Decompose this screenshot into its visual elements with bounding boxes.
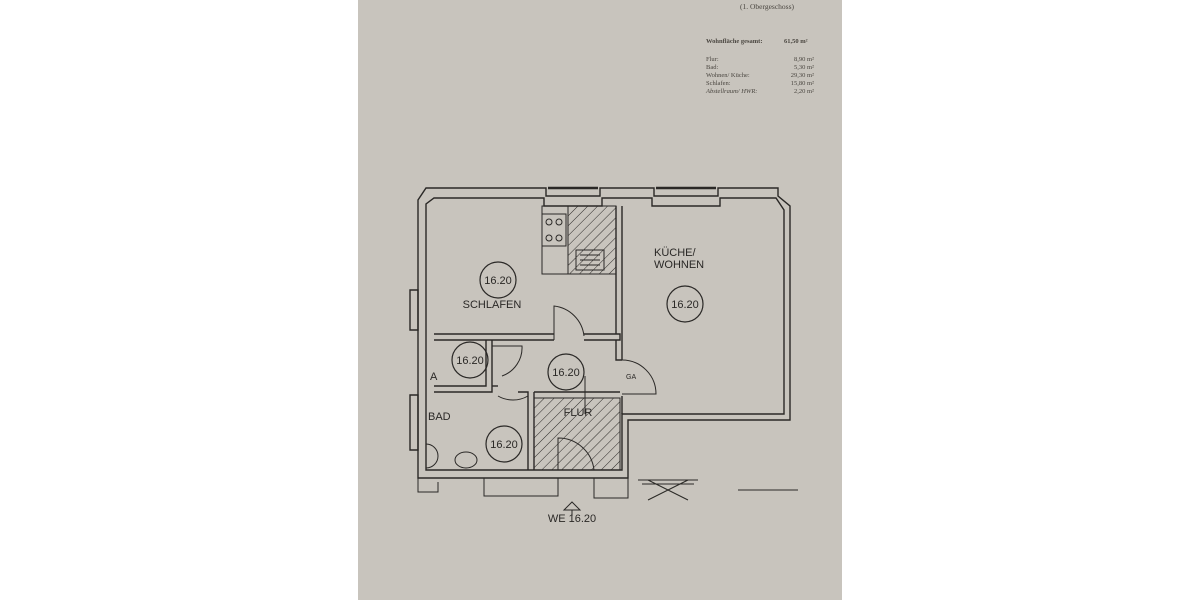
- window: [409, 394, 419, 451]
- partition-wall: [584, 333, 621, 341]
- area-room-name: Wohnen/ Küche:: [706, 72, 750, 79]
- partition-wall: [615, 340, 622, 361]
- room-schlafen-label: SCHLAFEN: [463, 299, 522, 311]
- room-bad-label: BAD: [428, 411, 451, 423]
- area-room-value: 5,30 m²: [793, 64, 814, 71]
- area-row: Schlafen: 15,80 m²: [706, 80, 814, 89]
- area-row: Bad: 5,30 m²: [706, 64, 814, 73]
- room-kueche-label-line1: KÜCHE/: [654, 247, 697, 259]
- ga-label: GA: [626, 374, 636, 381]
- facade-pier: [417, 478, 439, 493]
- room-number-circle: [485, 425, 523, 463]
- floor-plan-sheet: (1. Obergeschoss) Wohnfläche gesamt: 61,…: [358, 0, 842, 600]
- area-row: Abstellraum/ HWR: 2,20 m²: [706, 88, 814, 97]
- area-room-value: 8,90 m²: [793, 56, 814, 63]
- room-number-circle: [666, 285, 704, 323]
- room-schlafen-number: 16.20: [484, 275, 512, 287]
- room-abstell-number: 16.20: [456, 355, 484, 367]
- door-swing: [553, 305, 585, 340]
- unit-label: WE 16.20: [548, 513, 596, 525]
- balcony-rail: [647, 479, 689, 501]
- room-number-circle: [547, 353, 585, 391]
- entry-hatch: [533, 397, 621, 471]
- washbasin-icon: [454, 451, 478, 469]
- wc-icon: [425, 443, 439, 469]
- facade-pier: [593, 478, 629, 499]
- window: [409, 289, 419, 331]
- area-room-name: Flur:: [706, 56, 719, 63]
- room-flur-number: 16.20: [552, 367, 580, 379]
- room-abstell-label: A: [430, 371, 438, 383]
- partition-wall: [518, 391, 529, 470]
- floor-label: (1. Obergeschoss): [740, 2, 795, 11]
- area-room-value: 2,20 m²: [793, 88, 814, 95]
- area-room-value: 15,80 m²: [790, 80, 814, 87]
- area-room-name: Schlafen:: [706, 80, 731, 87]
- area-room-name: Bad:: [706, 64, 719, 71]
- room-bad-number: 16.20: [490, 439, 518, 451]
- sink-icon: [575, 249, 605, 271]
- room-number-circle: [479, 261, 517, 299]
- room-flur-label: FLUR: [564, 407, 593, 419]
- kitchen-hatch: [567, 205, 617, 275]
- area-row: Wohnen/ Küche: 29,30 m²: [706, 72, 814, 81]
- room-kueche-number: 16.20: [671, 299, 699, 311]
- door-swing: [557, 437, 595, 471]
- room-number-circle: [451, 341, 489, 379]
- partition-wall: [434, 340, 487, 387]
- area-row: Flur: 8,90 m²: [706, 56, 814, 65]
- stove-icon: [541, 213, 567, 247]
- entry-marker: [562, 501, 582, 511]
- door-swing: [621, 359, 657, 395]
- door-swing: [492, 345, 523, 377]
- door-swing: [497, 395, 529, 426]
- room-kueche-label-line2: WOHNEN: [654, 259, 704, 271]
- partition-wall: [434, 340, 493, 393]
- floor-plan-drawing: 16.20 SCHLAFEN KÜCHE/ WOHNEN 16.20 16.20…: [409, 186, 798, 525]
- area-room-name: Abstellraum/ HWR:: [706, 88, 758, 95]
- total-area-value: 61,50 m²: [784, 38, 808, 45]
- outer-wall: [417, 187, 791, 479]
- area-room-value: 29,30 m²: [790, 72, 814, 79]
- facade-pier: [483, 478, 559, 497]
- balcony-rail: [638, 479, 698, 485]
- total-area-label: Wohnfläche gesamt:: [706, 38, 763, 45]
